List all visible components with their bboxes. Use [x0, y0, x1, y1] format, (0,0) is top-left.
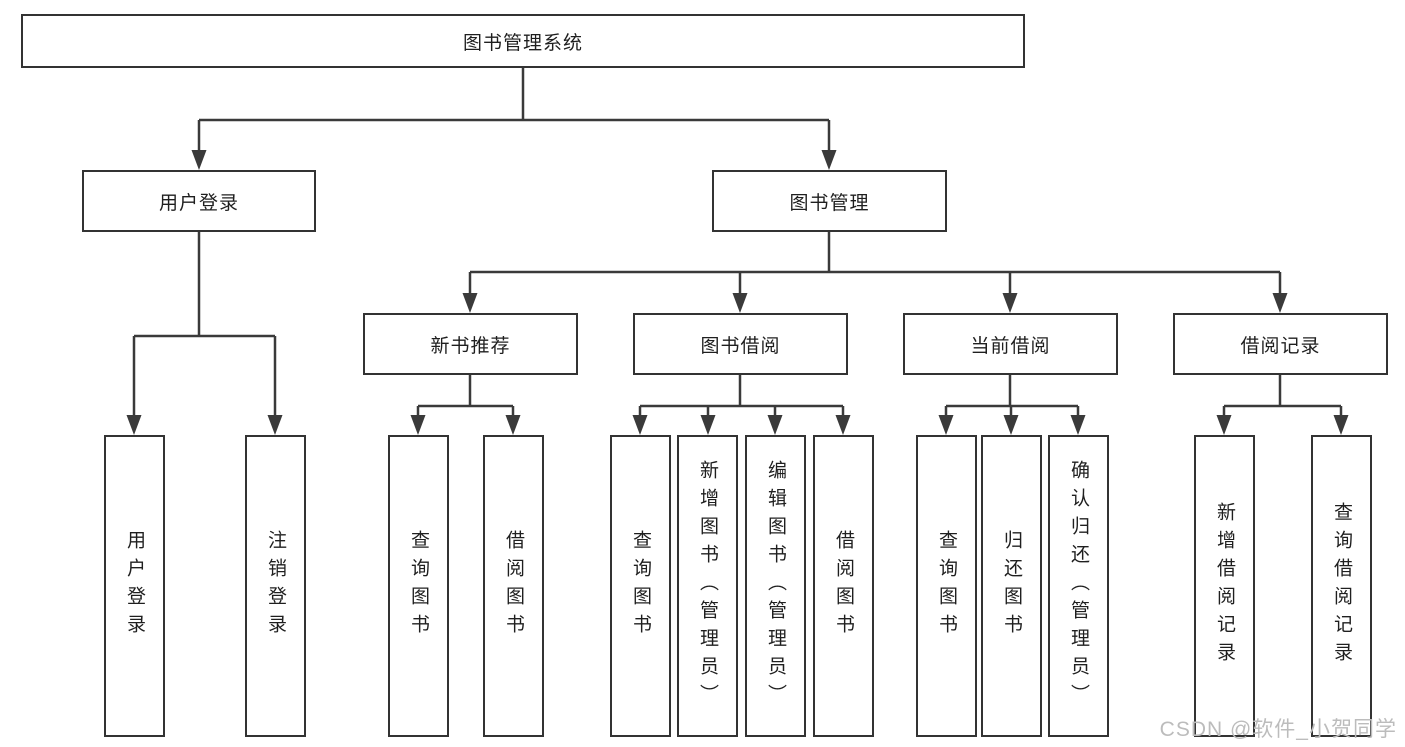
arrowhead [938, 415, 954, 435]
leaf-borrow-books-1: 借阅图书 [483, 435, 544, 737]
node-label: 新增借阅记录 [1214, 502, 1235, 670]
arrowhead [505, 415, 521, 435]
arrowhead [632, 415, 648, 435]
arrowhead [732, 293, 748, 313]
node-label: 查询借阅记录 [1331, 502, 1352, 670]
node-label: 查询图书 [936, 530, 957, 642]
node-label: 归还图书 [1001, 530, 1022, 642]
node-label: 查询图书 [630, 530, 651, 642]
arrowhead [821, 150, 837, 170]
arrowhead [1216, 415, 1232, 435]
node-label: 新书推荐 [430, 335, 511, 357]
arrowhead [835, 415, 851, 435]
arrowhead [1272, 293, 1288, 313]
node-user-login: 用户登录 [82, 170, 316, 232]
arrowhead [1003, 415, 1019, 435]
arrowhead [410, 415, 426, 435]
node-library-management-system: 图书管理系统 [21, 14, 1025, 68]
leaf-add-borrow-record: 新增借阅记录 [1194, 435, 1255, 737]
node-label: 借阅图书 [503, 530, 524, 642]
leaf-query-books-3: 查询图书 [916, 435, 977, 737]
arrowhead [126, 415, 142, 435]
node-label: 编辑图书（管理员） [765, 460, 786, 712]
leaf-logout: 注销登录 [245, 435, 306, 737]
node-label: 确认归还（管理员） [1068, 460, 1089, 712]
leaf-query-books-2: 查询图书 [610, 435, 671, 737]
node-label: 借阅图书 [833, 530, 854, 642]
node-label: 借阅记录 [1240, 335, 1321, 357]
arrowhead [700, 415, 716, 435]
node-label: 注销登录 [265, 530, 286, 642]
leaf-edit-books-admin: 编辑图书（管理员） [745, 435, 806, 737]
leaf-add-books-admin: 新增图书（管理员） [677, 435, 738, 737]
leaf-confirm-return-admin: 确认归还（管理员） [1048, 435, 1109, 737]
node-label: 当前借阅 [970, 335, 1051, 357]
leaf-return-books: 归还图书 [981, 435, 1042, 737]
leaf-borrow-books-2: 借阅图书 [813, 435, 874, 737]
node-book-management: 图书管理 [712, 170, 947, 232]
node-label: 查询图书 [408, 530, 429, 642]
node-label: 图书管理 [789, 192, 870, 214]
arrowhead [1333, 415, 1349, 435]
arrowhead [267, 415, 283, 435]
arrowhead [1002, 293, 1018, 313]
node-book-borrow: 图书借阅 [633, 313, 848, 375]
leaf-query-books-1: 查询图书 [388, 435, 449, 737]
node-label: 用户登录 [158, 192, 239, 214]
node-new-book-recommend: 新书推荐 [363, 313, 578, 375]
arrowhead [462, 293, 478, 313]
leaf-user-login: 用户登录 [104, 435, 165, 737]
node-label: 新增图书（管理员） [697, 460, 718, 712]
node-label: 图书管理系统 [462, 32, 583, 54]
node-borrow-records: 借阅记录 [1173, 313, 1388, 375]
node-current-borrow: 当前借阅 [903, 313, 1118, 375]
leaf-query-borrow-record: 查询借阅记录 [1311, 435, 1372, 737]
arrowhead [191, 150, 207, 170]
node-label: 用户登录 [124, 530, 145, 642]
node-label: 图书借阅 [700, 335, 781, 357]
arrowhead [1070, 415, 1086, 435]
arrowhead [767, 415, 783, 435]
